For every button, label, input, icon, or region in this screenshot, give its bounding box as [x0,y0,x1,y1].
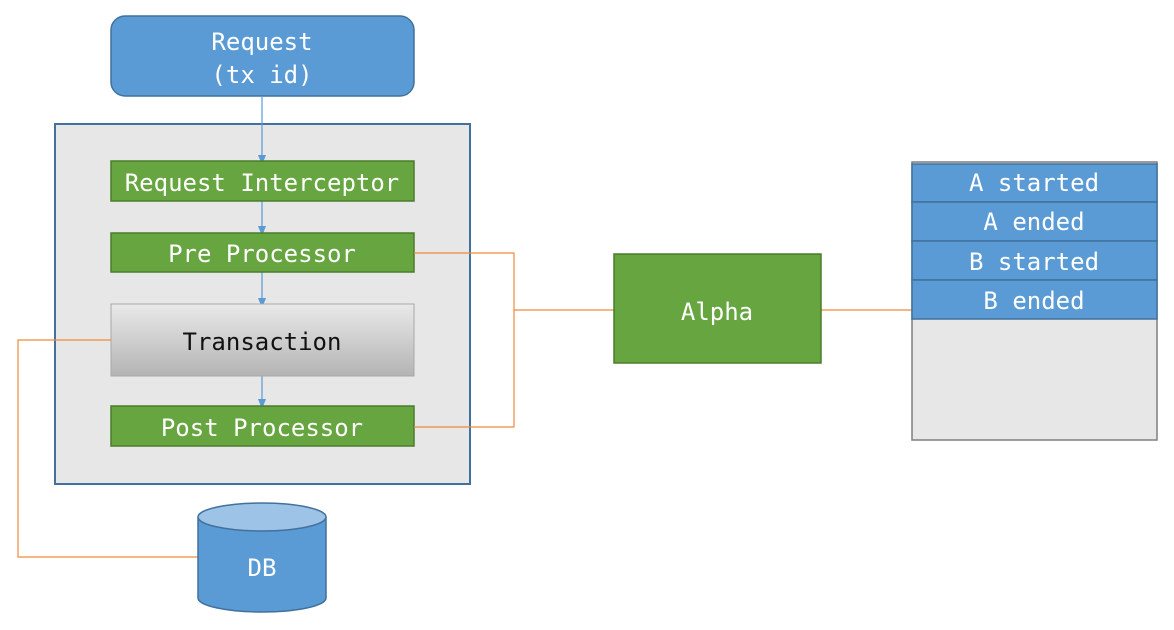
db-label: DB [248,554,277,582]
log-row-4 [911,279,1158,320]
event-log: A started A ended B started B ended [911,161,1158,441]
pre-processor-label: Pre Processor [168,240,356,268]
connector-processors-bracket [414,252,515,428]
transaction-node: Transaction [110,303,415,377]
request-interceptor-label: Request Interceptor [125,169,400,197]
transaction-label: Transaction [183,328,342,356]
alpha-node: Alpha [613,253,822,364]
post-processor-node: Post Processor [110,405,415,447]
log-row-2 [911,201,1158,242]
request-node: Request (tx id) [110,15,415,97]
alpha-label: Alpha [681,298,753,326]
connector-transaction-to-db [17,339,198,558]
request-interceptor-node: Request Interceptor [110,160,415,202]
log-row-4-label: B ended [983,287,1084,315]
post-processor-label: Post Processor [161,414,363,442]
log-row-2-label: A ended [983,208,1084,236]
pre-processor-node: Pre Processor [110,232,415,273]
db-cylinder: DB [197,502,327,613]
request-label-line1: Request [211,28,312,56]
log-row-3-label: B started [969,248,1099,276]
log-row-1 [911,163,1158,203]
request-label-line2: (tx id) [211,61,312,89]
log-row-3 [911,240,1158,281]
log-row-1-label: A started [969,169,1099,197]
